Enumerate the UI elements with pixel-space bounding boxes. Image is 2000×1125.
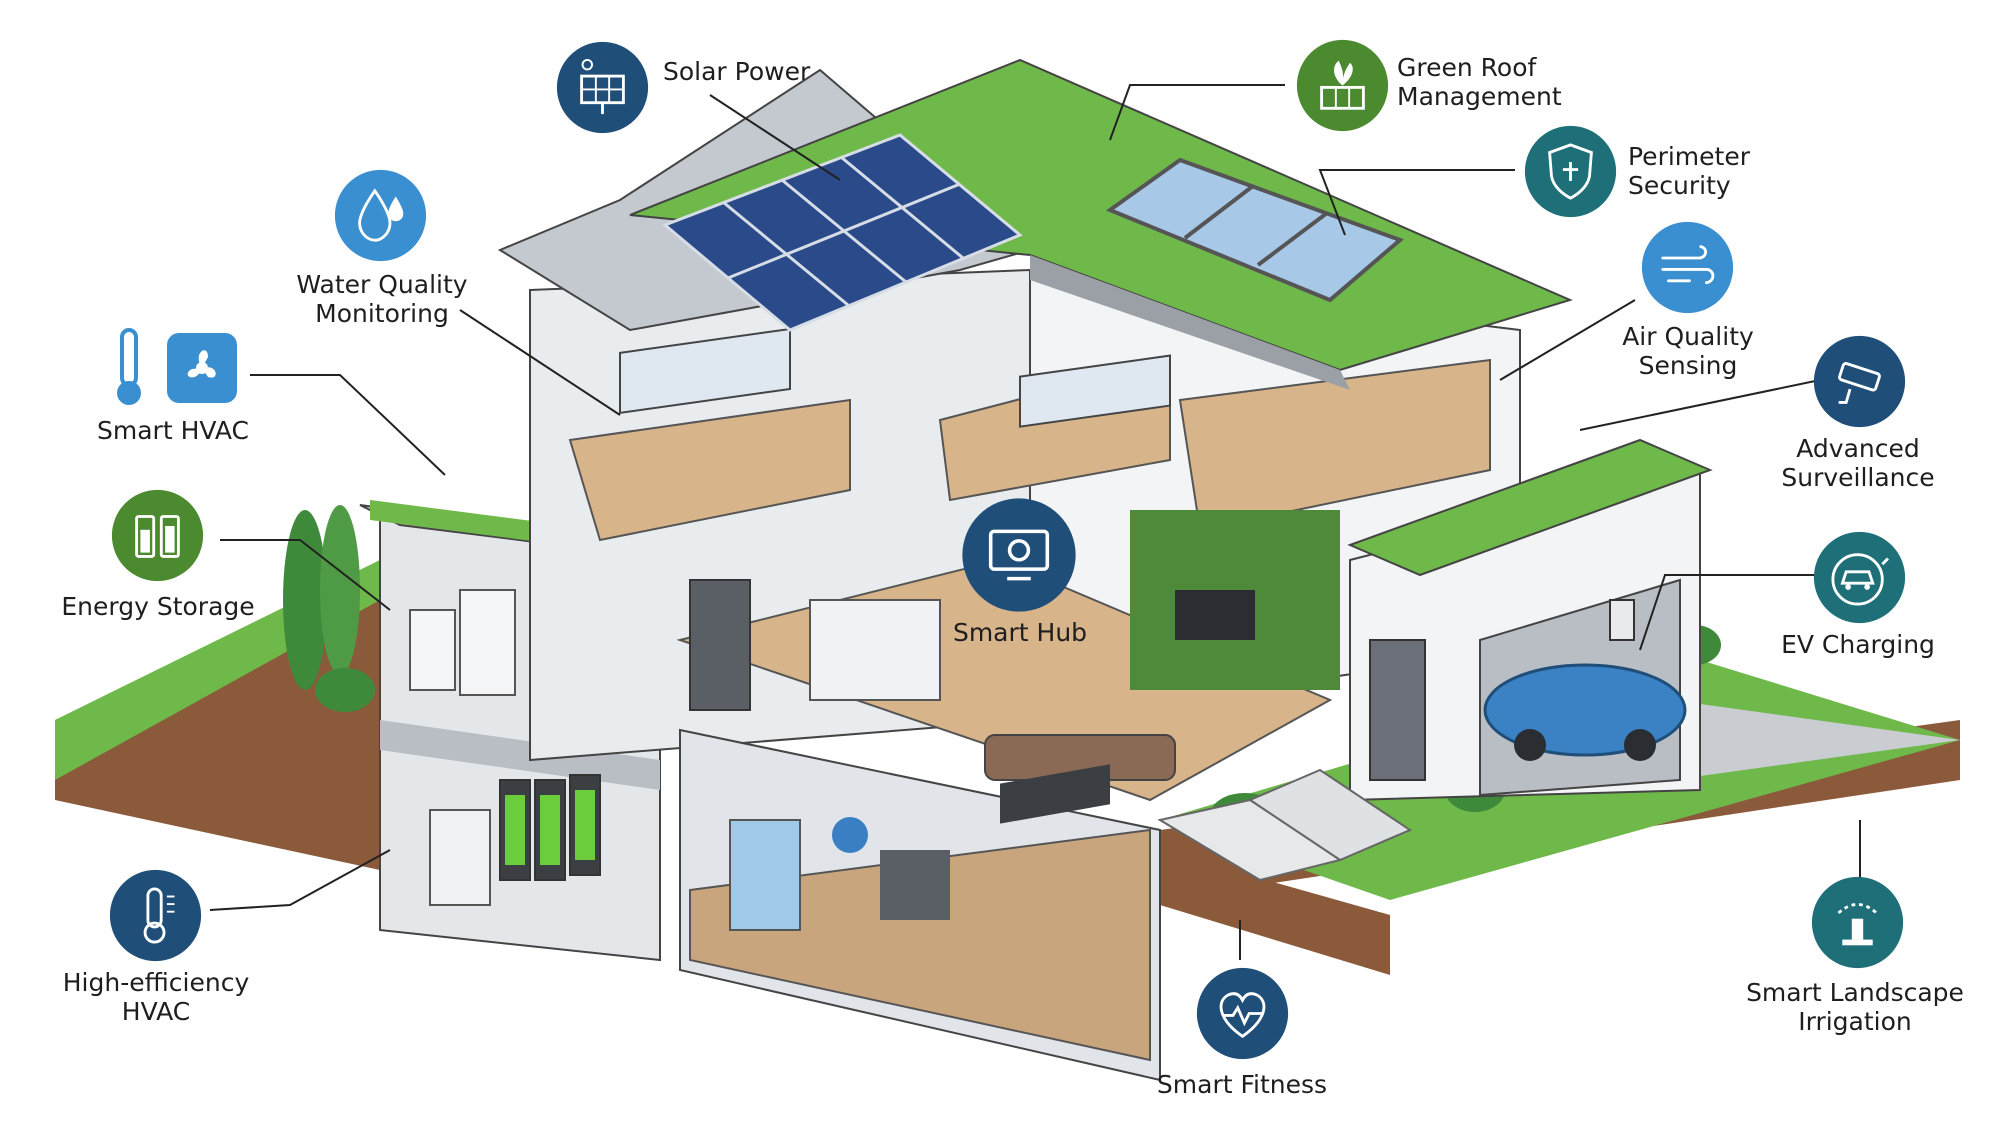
ev-charging-label: EV Charging [1781, 630, 1935, 659]
solar-power-label: Solar Power [663, 57, 811, 86]
energy-storage-label: Energy Storage [61, 592, 255, 621]
wind-icon [1641, 221, 1734, 314]
security-camera-icon [1813, 335, 1906, 428]
car-charging-icon [1813, 531, 1906, 624]
sprinkler-icon [1811, 876, 1904, 969]
heart-pulse-icon [1196, 967, 1289, 1060]
callout-lines [209, 84, 1861, 960]
thermometer-fan-icon [117, 328, 237, 405]
water-quality-label: Water Quality Monitoring [296, 270, 468, 328]
advanced-surveillance-label: Advanced Surveillance [1781, 434, 1935, 492]
green-roof-icon [1296, 39, 1389, 132]
thermometer-icon [109, 869, 202, 962]
smart-hub-label: Smart Hub [952, 618, 1088, 647]
smart-fitness-label: Smart Fitness [1156, 1070, 1328, 1099]
water-drop-icon [334, 169, 427, 262]
monitor-icon [962, 498, 1076, 612]
air-quality-label: Air Quality Sensing [1622, 322, 1754, 380]
smart-hvac-label: Smart HVAC [97, 416, 249, 445]
solar-panel-icon [556, 41, 649, 134]
perimeter-security-label: Perimeter Security [1628, 142, 1750, 200]
entry-stairs [1157, 768, 1413, 882]
green-roof-label: Green Roof Management [1397, 53, 1562, 111]
smart-irrigation-label: Smart Landscape Irrigation [1746, 978, 1964, 1036]
roof [497, 58, 1573, 390]
gym-basement [679, 728, 1161, 1082]
shield-icon [1524, 125, 1617, 218]
high-efficiency-hvac-label: High-efficiency HVAC [62, 968, 250, 1026]
battery-icon [111, 489, 204, 582]
garage [1347, 438, 1713, 802]
